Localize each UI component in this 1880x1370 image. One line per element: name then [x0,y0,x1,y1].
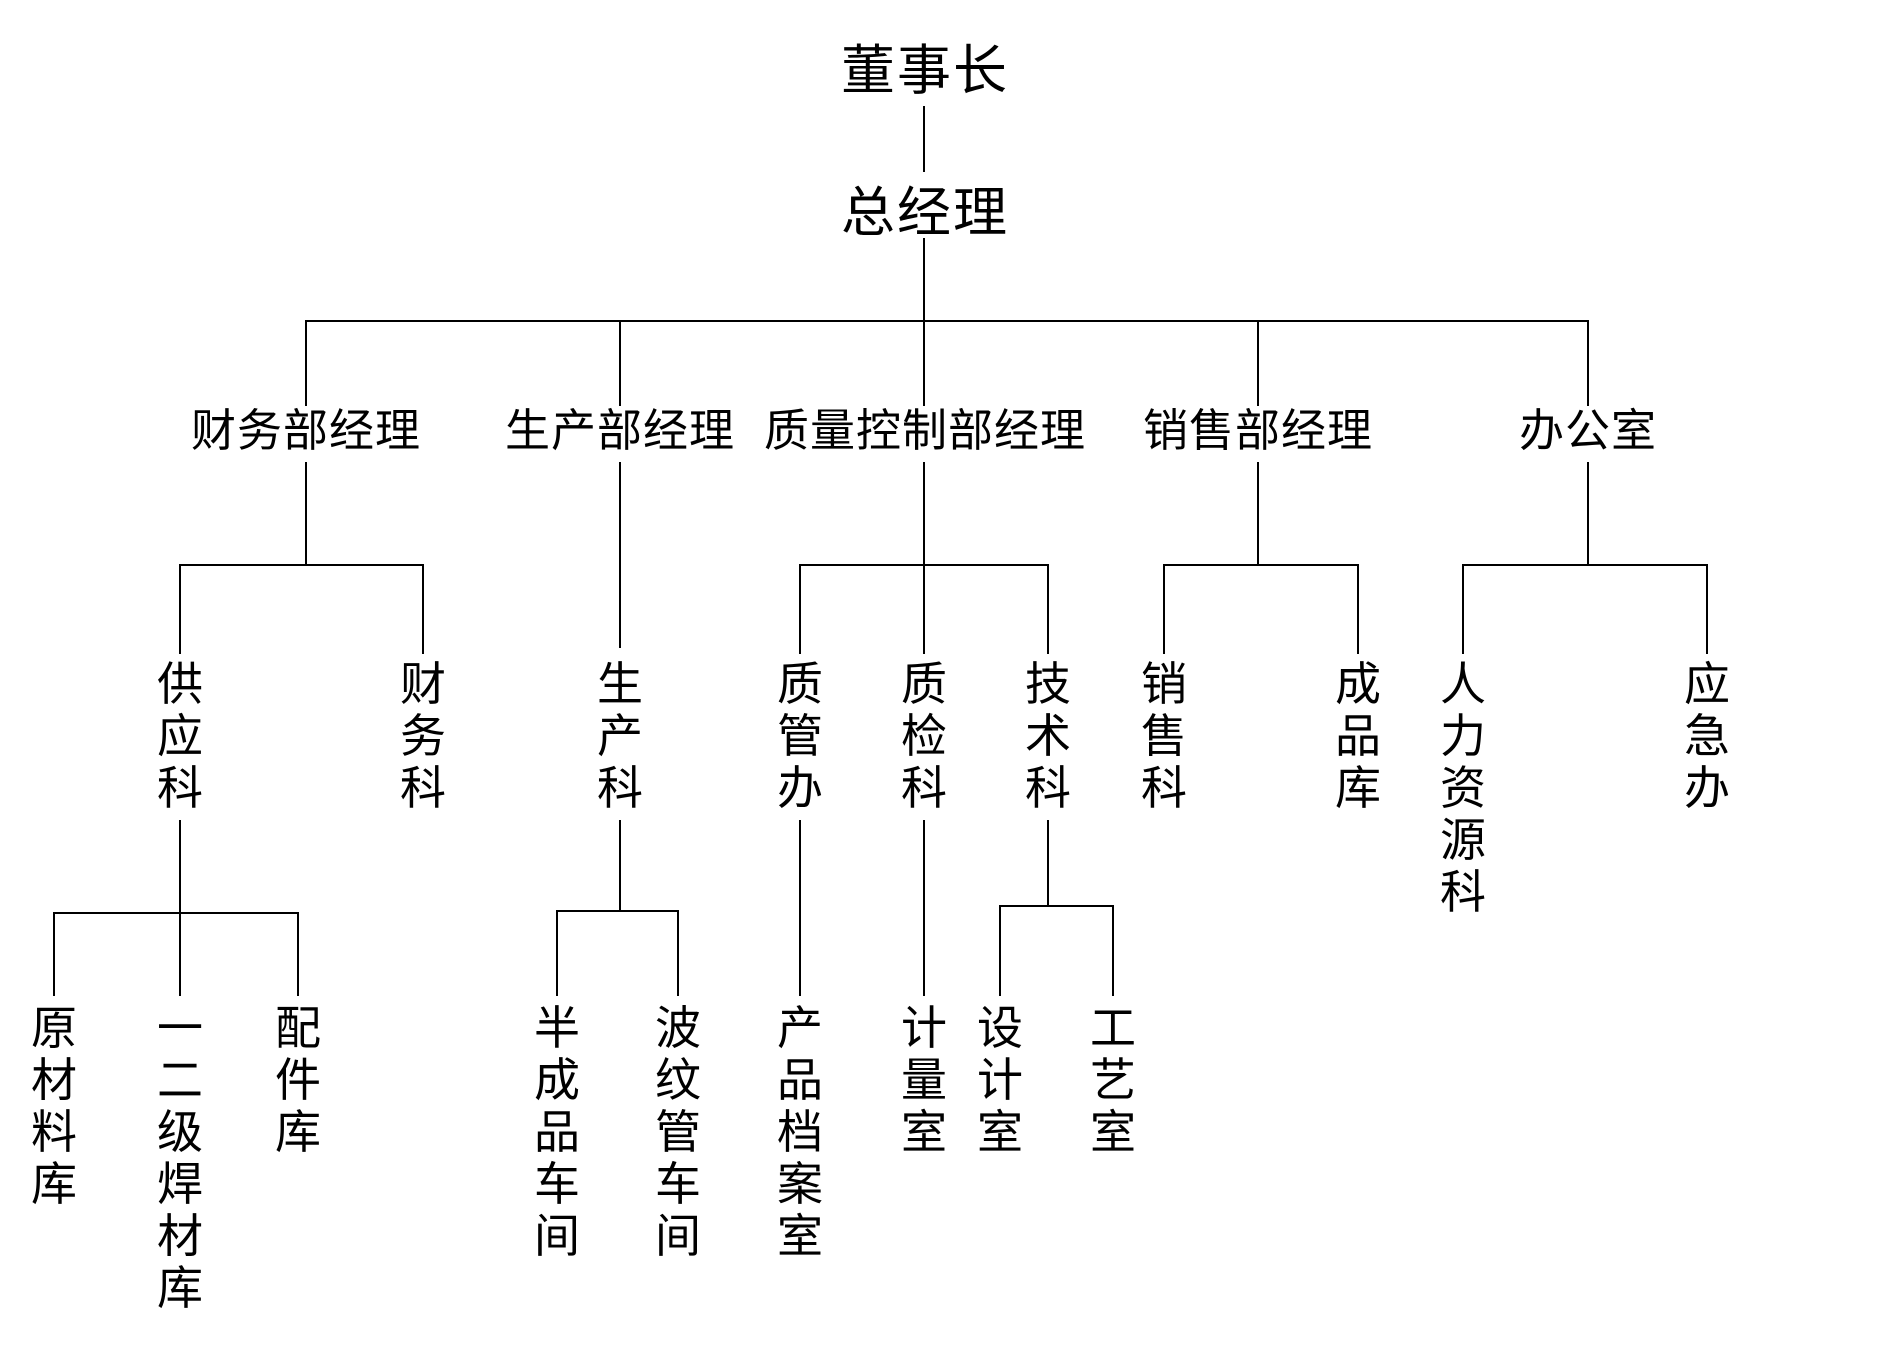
connector-drop-finance [305,320,307,406]
node-sales-section: 销售科 [1140,658,1187,814]
node-finance-section: 财务科 [399,658,446,814]
connector-supply-stub [179,820,181,912]
node-office: 办公室 [1518,405,1658,456]
connector-drop-hr [1462,564,1464,654]
node-product-archive-room: 产品档案室 [776,1002,823,1262]
connector-supply-bar [53,912,299,914]
connector-drop-bellows [677,910,679,996]
connector-production-section-stub [619,820,621,910]
connector-office-stub [1587,462,1589,564]
connector-drop-semifinished [556,910,558,996]
connector-finance-bar [179,564,424,566]
node-finished-goods-warehouse: 成品库 [1334,658,1381,814]
node-semifinished-workshop: 半成品车间 [533,1002,580,1262]
node-production-dept-manager: 生产部经理 [504,405,736,456]
connector-level2-bar [305,320,1589,322]
connector-sales-stub [1257,462,1259,564]
node-welding-material-warehouse: 一二级焊材库 [156,1002,203,1314]
connector-drop-parts [297,912,299,996]
connector-qis-metrology [923,820,925,996]
connector-drop-tech [1047,564,1049,654]
connector-drop-emergency [1706,564,1708,654]
node-raw-material-warehouse: 原材料库 [30,1002,77,1210]
connector-qmo-archive [799,820,801,996]
connector-drop-qmo [799,564,801,654]
connector-drop-finished-goods [1357,564,1359,654]
connector-finance-stub [305,462,307,564]
node-general-manager: 总经理 [841,183,1009,243]
connector-tech-bar [999,905,1114,907]
connector-drop-office [1587,320,1589,406]
connector-drop-finance-section [422,564,424,654]
connector-production-line [619,462,621,648]
node-chairman: 董事长 [841,41,1009,101]
node-bellows-workshop: 波纹管车间 [654,1002,701,1262]
node-supply-section: 供应科 [156,658,203,814]
node-emergency-office: 应急办 [1683,658,1730,814]
connector-office-bar [1462,564,1707,566]
connector-workshops-bar [556,910,679,912]
node-sales-dept-manager: 销售部经理 [1142,405,1374,456]
node-finance-dept-manager: 财务部经理 [190,405,422,456]
node-quality-inspection-section: 质检科 [900,658,947,814]
connector-sales-bar [1163,564,1358,566]
connector-drop-process [1112,905,1114,996]
connector-drop-welding-material [179,912,181,996]
connector-drop-qis [923,564,925,654]
connector-drop-sales-section [1163,564,1165,654]
node-parts-warehouse: 配件库 [274,1002,321,1158]
node-technical-section: 技术科 [1024,658,1071,814]
node-process-room: 工艺室 [1089,1002,1136,1158]
node-production-section: 生产科 [596,658,643,814]
connector-drop-sales [1257,320,1259,406]
connector-chairman-gm [923,106,925,172]
connector-drop-supply-section [179,564,181,654]
connector-drop-raw-material [53,912,55,996]
connector-quality-stub [923,462,925,564]
connector-gm-stub [923,238,925,322]
connector-drop-quality [923,320,925,406]
node-hr-section: 人力资源科 [1439,658,1486,918]
connector-tech-stub [1047,820,1049,905]
node-metrology-room: 计量室 [900,1002,947,1158]
node-quality-mgmt-office: 质管办 [776,658,823,814]
connector-drop-design [999,905,1001,996]
node-design-room: 设计室 [976,1002,1023,1158]
connector-drop-production [619,320,621,406]
node-quality-dept-manager: 质量控制部经理 [763,405,1087,456]
